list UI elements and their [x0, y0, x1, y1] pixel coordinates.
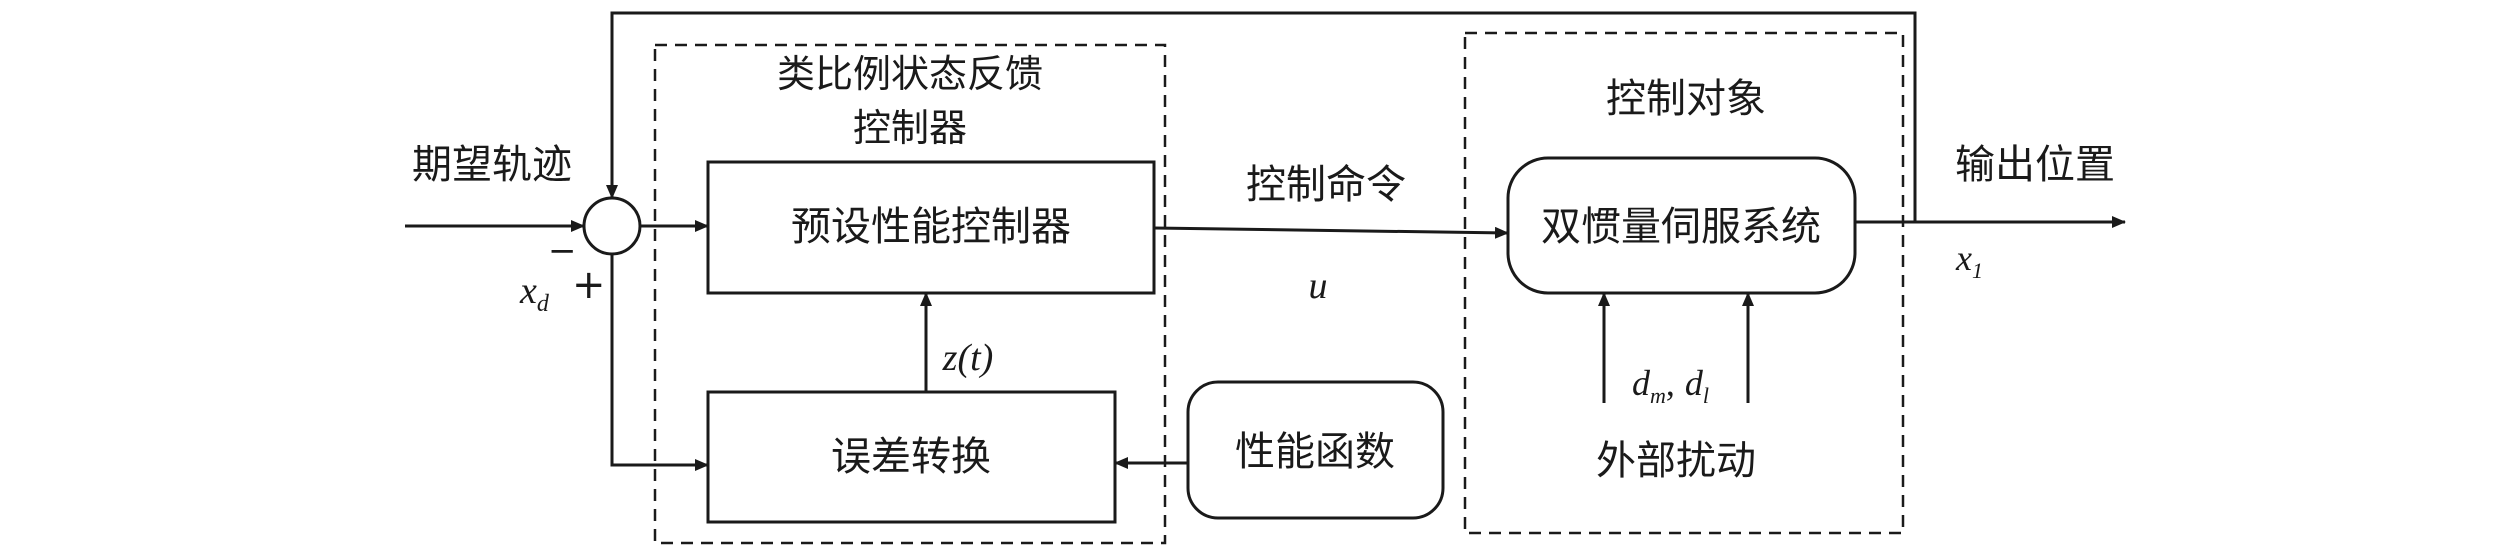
error-transform-block — [706, 390, 1117, 524]
feedback-line — [606, 11, 1917, 222]
plus-sign: + — [572, 262, 606, 308]
controller-group-title-line1: 类比例状态反馈 — [777, 52, 1043, 96]
control-command-label: 控制命令 — [1246, 162, 1406, 208]
perf-func-block-label: 性能函数 — [1235, 429, 1395, 475]
output-position-label: 输出位置 — [1955, 142, 2115, 188]
minus-sign: − — [548, 231, 577, 271]
ppc-block-label: 预设性能控制器 — [791, 204, 1071, 250]
control-command-arrow — [1153, 226, 1509, 239]
plant-block — [1506, 156, 1857, 295]
error-block-label: 误差转换 — [831, 434, 991, 480]
u-symbol: u — [1309, 265, 1328, 307]
plant-group-box — [1463, 31, 1905, 535]
performance-function-block — [1186, 380, 1445, 520]
xd-symbol: xd — [519, 270, 550, 317]
disturbance-label: 外部扰动 — [1596, 438, 1756, 484]
plant-block-label: 双惯量伺服系统 — [1541, 204, 1821, 250]
plant-group-title: 控制对象 — [1606, 76, 1766, 122]
sum-to-error-line — [610, 254, 709, 471]
controller-group-title-line2: 控制器 — [853, 106, 967, 150]
disturbance-symbols: dm,dl — [1632, 363, 1709, 408]
controller-group-box — [653, 43, 1167, 545]
x1-symbol: x1 — [1955, 238, 1983, 283]
summing-junction — [582, 196, 642, 256]
desired-trajectory-label: 期望轨迹 — [412, 142, 572, 188]
z-of-t-symbol: z(t) — [942, 337, 994, 379]
